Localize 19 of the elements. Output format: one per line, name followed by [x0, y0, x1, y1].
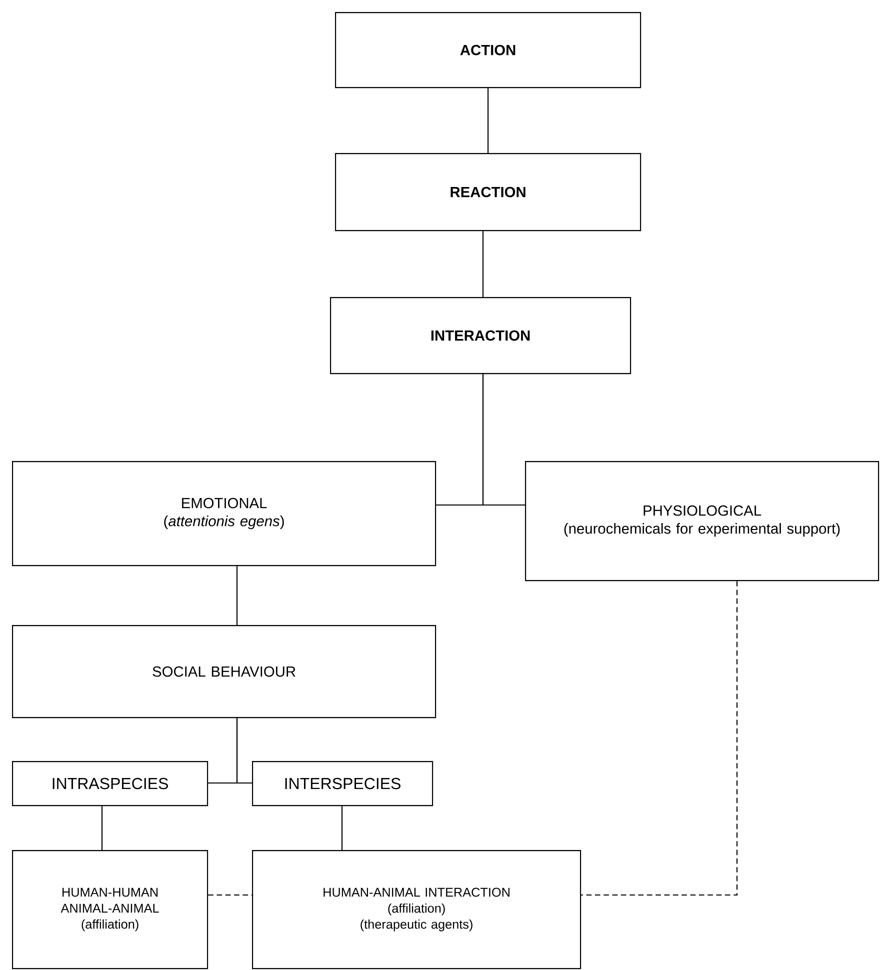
connector-line: [236, 566, 238, 625]
category-box: INTERACTION: [330, 297, 632, 374]
connector-line: [482, 374, 525, 506]
dashed-connector: [208, 894, 252, 896]
connector-line: [488, 88, 489, 153]
connector-line: [482, 231, 484, 297]
category-box: PHYSIOLOGICAL (neurochemicals for experimental support): [525, 461, 880, 582]
category-box: INTRASPECIES: [12, 761, 208, 806]
category-box: ACTION: [335, 12, 642, 88]
category-box: INTERSPECIES: [252, 761, 434, 806]
connector-line: [236, 718, 252, 784]
connector-line: [341, 806, 343, 850]
dashed-connector: [581, 581, 738, 896]
category-box: REACTION: [335, 153, 642, 232]
connector-line: [101, 806, 103, 850]
category-box: HUMAN-HUMAN ANIMAL-ANIMAL (affiliation): [12, 850, 208, 970]
category-box: SOCIAL BEHAVIOUR: [12, 625, 436, 718]
category-box: EMOTIONAL (attentionis egens): [12, 461, 436, 566]
category-box: HUMAN-ANIMAL INTERACTION (affiliation) (therapeutic agents): [252, 850, 582, 970]
